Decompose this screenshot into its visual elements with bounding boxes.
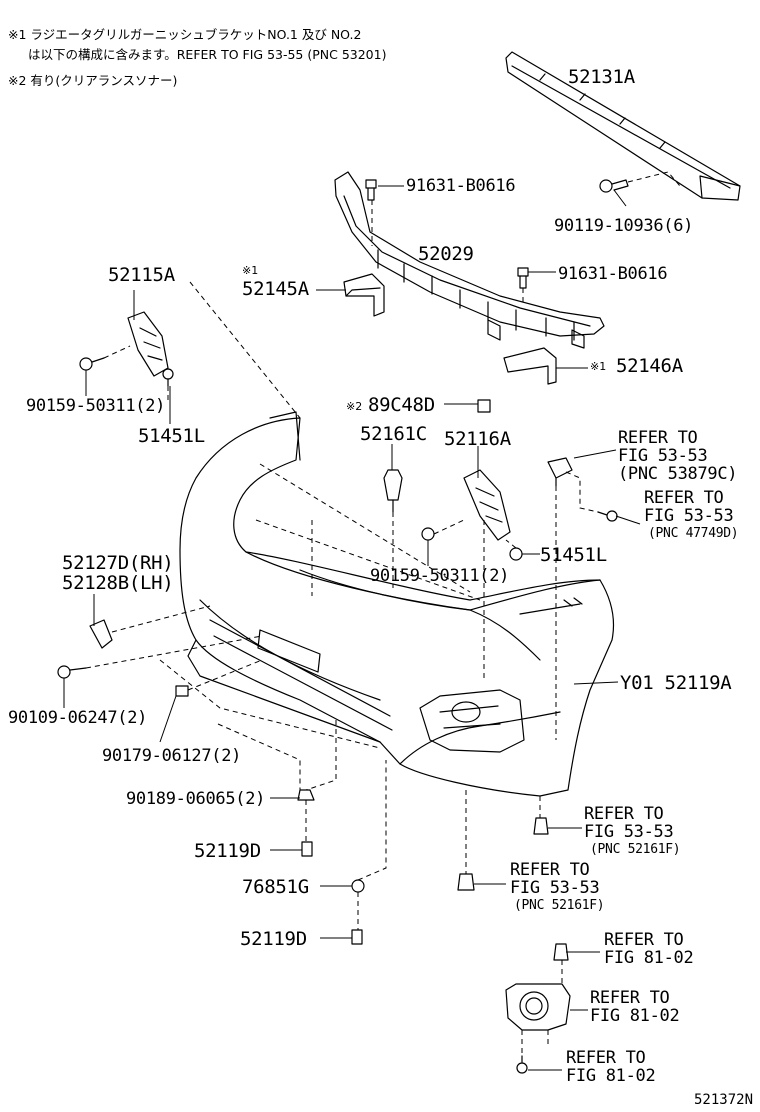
label-89C48D: 89C48D xyxy=(368,394,435,416)
nut-76851G xyxy=(351,879,365,893)
bolt-91631-b xyxy=(517,267,529,289)
label-52145A: 52145A xyxy=(242,278,309,300)
label-52119D-a: 52119D xyxy=(194,840,261,862)
ref-53879C-line-2: FIG 53-53 xyxy=(618,446,708,466)
note-1-line-2: は以下の構成に含みます。REFER TO FIG 53-55 (PNC 5320… xyxy=(28,47,387,62)
fog-lamp-clip xyxy=(553,943,569,961)
label-91631-B0616-b: 91631-B0616 xyxy=(558,264,668,284)
side-cover-part xyxy=(89,619,113,649)
ref-81-02-a-line-1: REFER TO xyxy=(604,930,684,950)
label-90189-06065: 90189-06065(2) xyxy=(126,789,266,809)
mark-note-1-b: ※1 xyxy=(590,360,607,373)
grille-bracket-1-part xyxy=(343,273,385,317)
ref-47749D-line-3: (PNC 47749D) xyxy=(648,526,739,541)
clip-51451L-a xyxy=(162,368,174,387)
label-52131A: 52131A xyxy=(568,66,635,88)
label-90119-10936: 90119-10936(6) xyxy=(554,216,694,236)
ref-52161F-a-line-1: REFER TO xyxy=(584,804,664,824)
grille-bracket-2-part xyxy=(503,347,557,385)
clip-52161F-a xyxy=(533,817,549,835)
screw-90159-a xyxy=(79,357,105,371)
fog-lamp-screw xyxy=(516,1055,528,1074)
label-76851G: 76851G xyxy=(242,876,309,898)
label-51451L-b: 51451L xyxy=(540,544,607,566)
label-52116A: 52116A xyxy=(444,428,511,450)
clip-52161F-b xyxy=(457,873,475,891)
note-2: ※2 有り(クリアランスソナー) xyxy=(8,73,178,88)
clip-52119D-b xyxy=(351,929,363,945)
dashed-reference-lines xyxy=(85,171,681,1056)
ref-53879C-line-3: (PNC 53879C) xyxy=(618,464,738,484)
ref-52161F-a-line-2: FIG 53-53 xyxy=(584,822,674,842)
label-52161C: 52161C xyxy=(360,423,427,445)
screw-90159-b xyxy=(421,527,435,541)
leader-lines xyxy=(63,185,641,1071)
label-52119D-b: 52119D xyxy=(240,928,307,950)
ref-81-02-c-line-1: REFER TO xyxy=(566,1048,646,1068)
bolt-90119 xyxy=(599,179,629,193)
nut-90179 xyxy=(175,685,189,697)
label-90109-06247: 90109-06247(2) xyxy=(8,708,148,728)
note-1-line-1: ※1 ラジエータグリルガーニッシュブラケットNO.1 及び NO.2 xyxy=(8,27,362,42)
ref-52161F-b-line-3: (PNC 52161F) xyxy=(514,898,605,913)
screw-90109 xyxy=(57,665,87,679)
label-91631-B0616-a: 91631-B0616 xyxy=(406,176,516,196)
bumper-cover-part xyxy=(179,411,615,797)
ref-52161F-b-line-2: FIG 53-53 xyxy=(510,878,600,898)
ref-53879C-line-1: REFER TO xyxy=(618,428,698,448)
sonar-clip xyxy=(477,399,491,413)
retainer-right-part xyxy=(463,469,511,541)
ref-47749D-line-2: FIG 53-53 xyxy=(644,506,734,526)
figure-code: 521372N xyxy=(694,1092,754,1108)
label-52128B: 52128B(LH) xyxy=(62,572,174,594)
retainer-left-part xyxy=(127,311,169,377)
fog-lamp-bracket-part xyxy=(505,983,571,1031)
label-52029: 52029 xyxy=(418,243,474,265)
ref-81-02-b-line-2: FIG 81-02 xyxy=(590,1006,680,1026)
ref-47749D-line-1: REFER TO xyxy=(644,488,724,508)
label-Y01-52119A: Y01 52119A xyxy=(620,672,732,694)
clip-51451L-b xyxy=(509,547,523,561)
ref-81-02-c-line-2: FIG 81-02 xyxy=(566,1066,656,1086)
clip-52161C xyxy=(383,469,403,513)
ref-52161F-a-line-3: (PNC 52161F) xyxy=(590,842,681,857)
support-bracket-part xyxy=(334,171,605,349)
ref-81-02-a-line-2: FIG 81-02 xyxy=(604,948,694,968)
label-52115A: 52115A xyxy=(108,264,175,286)
label-51451L-a: 51451L xyxy=(138,425,205,447)
mark-note-1-a: ※1 xyxy=(242,264,259,277)
label-90179-06127: 90179-06127(2) xyxy=(102,746,242,766)
energy-absorber-part xyxy=(505,51,741,201)
label-52146A: 52146A xyxy=(616,355,683,377)
bolt-91631-a xyxy=(365,179,377,201)
clip-90189 xyxy=(297,789,315,801)
mark-note-2: ※2 xyxy=(346,400,363,413)
ref-81-02-b-line-1: REFER TO xyxy=(590,988,670,1008)
part-53879C xyxy=(547,457,573,487)
ref-52161F-b-line-1: REFER TO xyxy=(510,860,590,880)
label-90159-50311-b: 90159-50311(2) xyxy=(370,566,510,586)
clip-52119D-a xyxy=(301,841,313,857)
label-52127D: 52127D(RH) xyxy=(62,552,174,574)
label-90159-50311-a: 90159-50311(2) xyxy=(26,396,166,416)
screw-47749D xyxy=(597,510,618,522)
